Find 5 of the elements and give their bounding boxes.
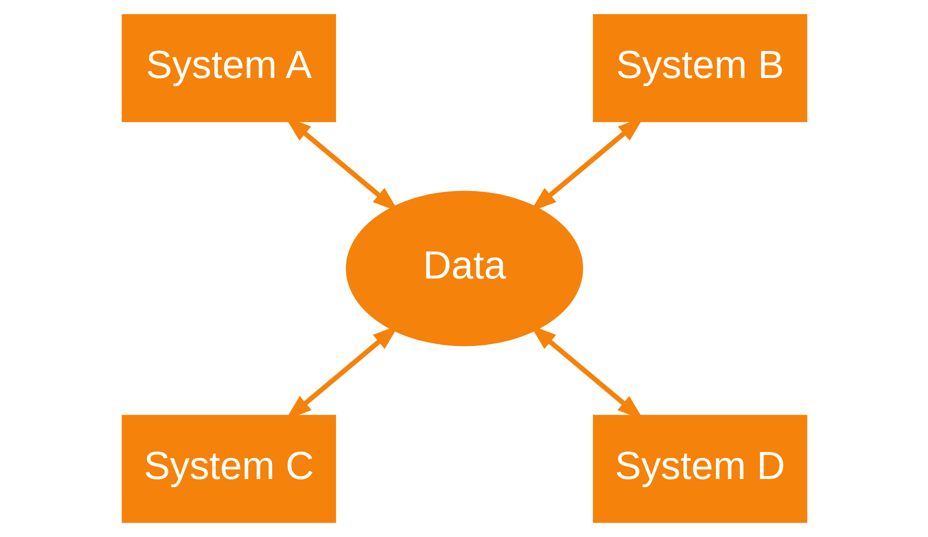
node-box: System B <box>592 14 807 122</box>
node-ellipse: Data <box>345 190 583 346</box>
node-box: System D <box>592 414 807 523</box>
node-box: System A <box>121 14 336 122</box>
node-box: System C <box>121 414 336 523</box>
